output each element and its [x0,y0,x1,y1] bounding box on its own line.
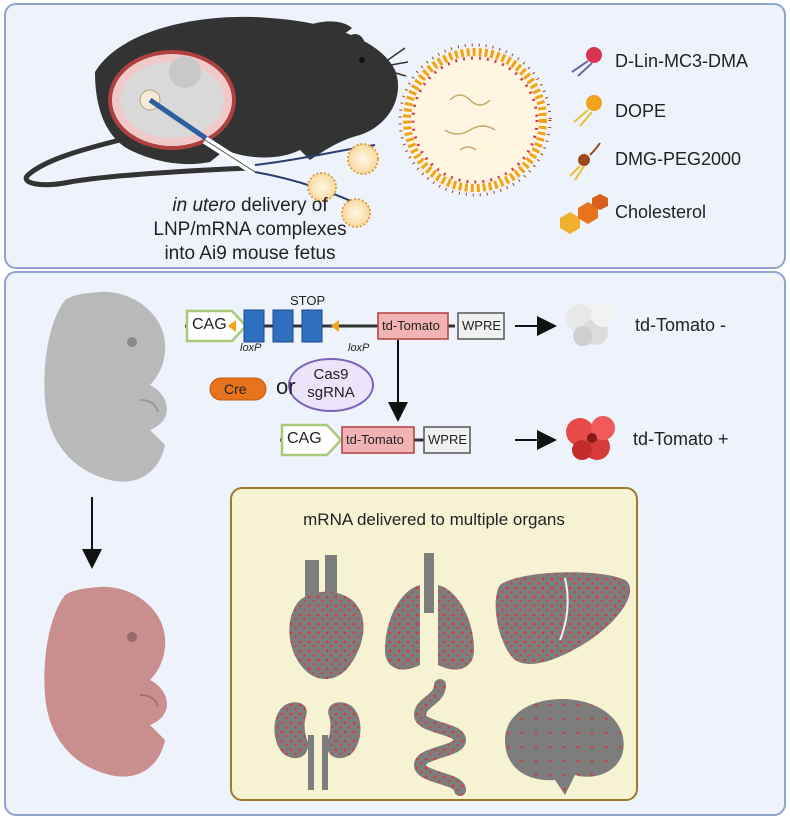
loxp-label-left: loxP [240,342,262,354]
cas9-badge [288,358,374,412]
fetus-edited-icon [44,586,167,777]
construct-floxed [185,309,505,343]
or-label: or [276,374,296,399]
stop-label: STOP [290,293,326,308]
loxp-site-icon [331,320,339,332]
legend-dope: DOPE [615,101,667,121]
result-positive: td-Tomato + [633,429,729,449]
dmg-peg2000-icon [569,142,601,181]
dope-icon [573,95,602,127]
lnp-particle [398,43,552,197]
cas9-label: Cas9 sgRNA [296,366,366,402]
cells-negative-icon [566,303,615,346]
wpre-label-2: WPRE [428,432,467,447]
d-lin-mc3-dma-icon [571,47,602,77]
construct-excised [280,423,471,457]
fetus-unedited-icon [44,291,167,482]
intestine-icon [413,679,467,796]
tdtomato-label-2: td-Tomato [346,432,404,447]
legend-cholesterol: Cholesterol [615,202,707,222]
wpre-label: WPRE [462,318,501,333]
cholesterol-icon [560,194,608,234]
kidneys-icon [274,702,361,790]
heart-icon [289,555,364,680]
cre-badge [209,377,267,401]
result-negative: td-Tomato - [635,315,727,335]
cas9-line1: Cas9 [313,366,349,383]
caption-line3: into Ai9 mouse fetus [164,243,336,264]
loxp-site-icon [228,320,236,332]
cre-label: Cre [224,381,247,397]
cag-label-2: CAG [287,430,322,447]
liver-icon [495,572,631,664]
pregnant-mouse-icon [23,16,409,188]
caption-line1-rest: delivery of [235,195,328,216]
legend-icons [560,47,608,234]
organ-title: mRNA delivered to multiple organs [303,510,565,529]
loxp-label-right: loxP [348,342,370,354]
delivery-caption: in utero delivery of LNP/mRNA complexes … [130,194,370,266]
legend-dmg-peg2000: DMG-PEG2000 [615,149,742,169]
cag-label: CAG [192,316,227,333]
cells-positive-icon [566,416,615,460]
brain-icon [505,699,624,795]
small-lnp-particles [307,143,379,228]
tdtomato-label: td-Tomato [382,318,440,333]
caption-line2: LNP/mRNA complexes [153,219,347,240]
cas9-line2: sgRNA [307,384,355,401]
caption-italic: in utero [172,195,236,216]
legend-d-lin-mc3-dma: D-Lin-MC3-DMA [615,51,749,71]
lungs-icon [385,553,474,670]
